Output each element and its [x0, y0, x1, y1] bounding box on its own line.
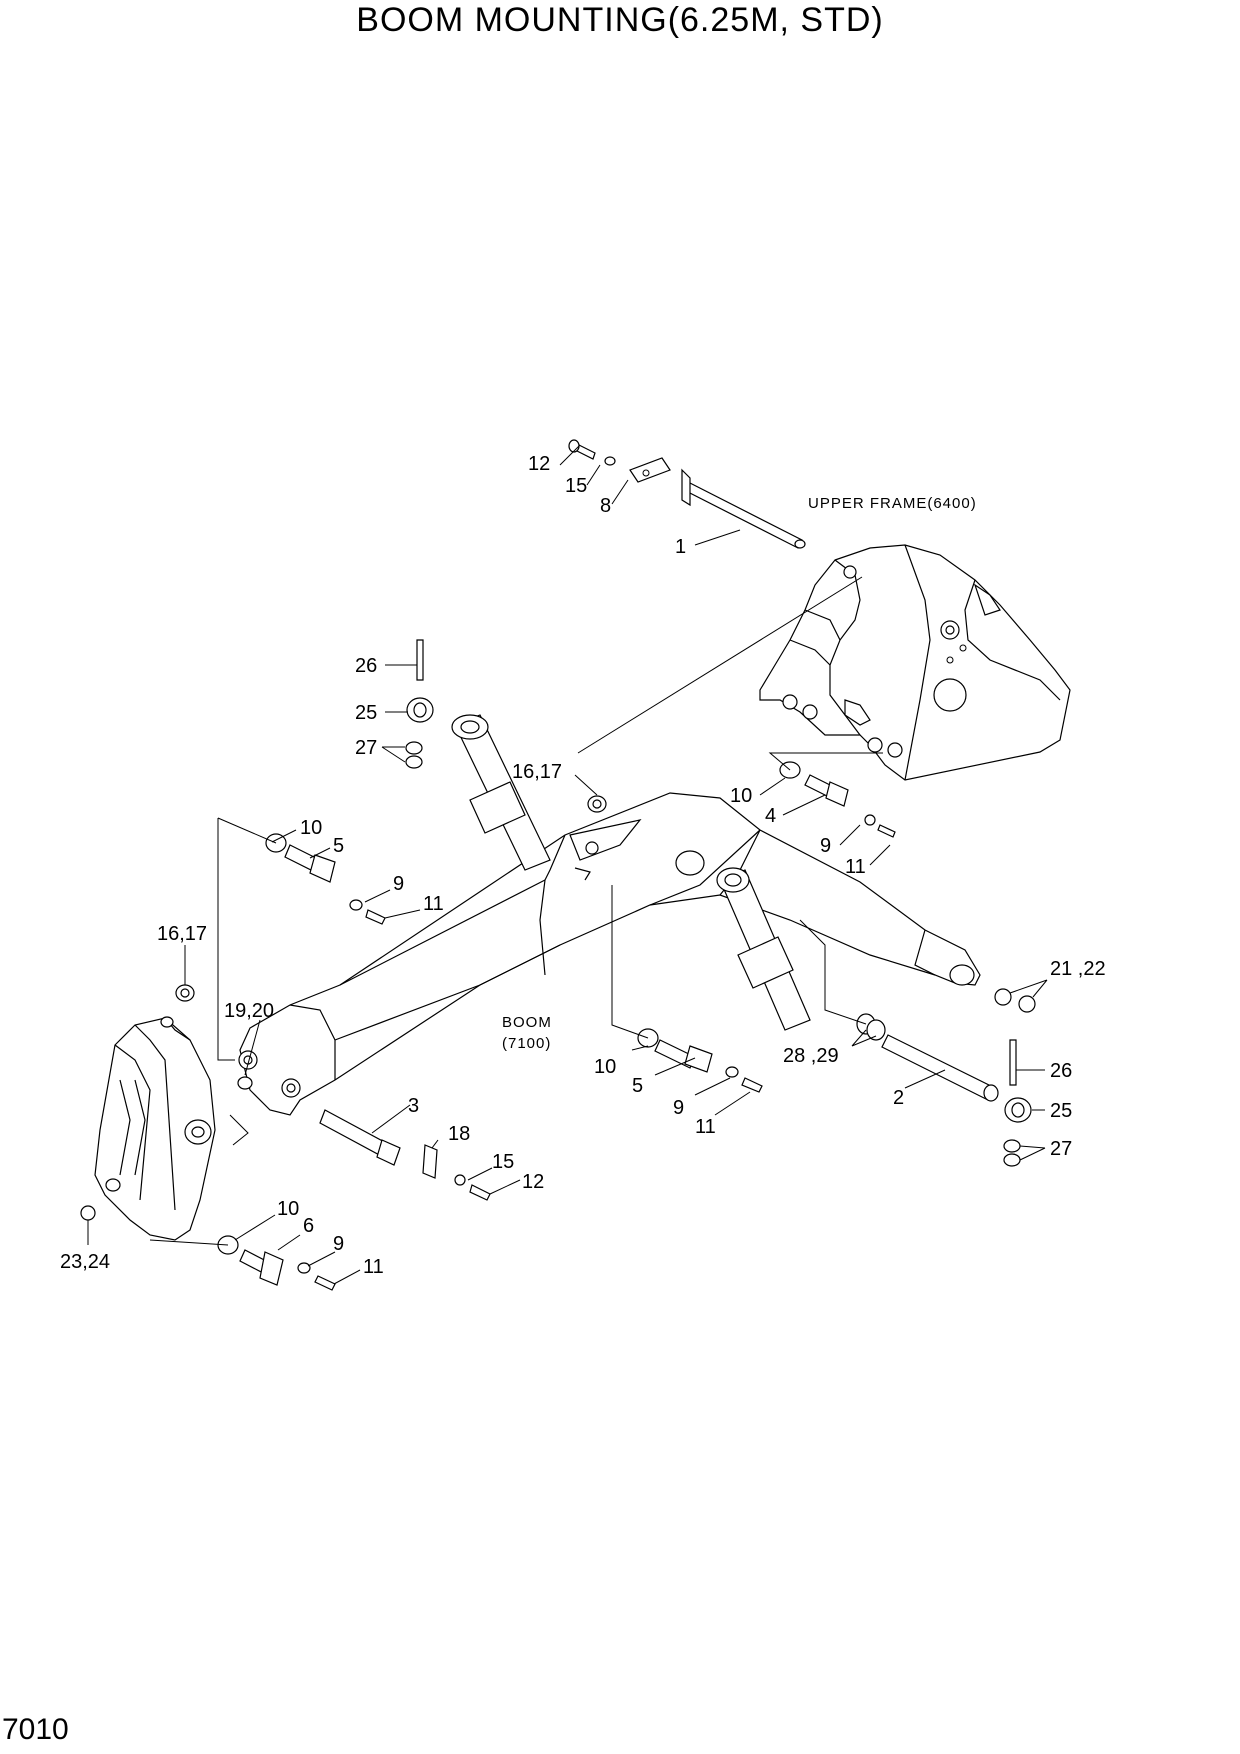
callout-5: 5 — [632, 1075, 643, 1097]
arm-bracket-drawing — [94, 1016, 216, 1241]
alignment-lines — [149, 576, 883, 1246]
callout-10: 10 — [277, 1198, 299, 1220]
bolt-fitting-right-drawing — [1003, 1039, 1032, 1167]
shim-washers-drawing — [80, 795, 1036, 1221]
callout-6: 6 — [303, 1215, 314, 1237]
callout-9: 9 — [820, 835, 831, 857]
leader-lines — [87, 444, 1048, 1285]
bolt-fitting-upper-drawing — [405, 639, 434, 769]
pin-1-drawing — [568, 439, 806, 549]
callout-11: 11 — [695, 1116, 716, 1138]
upper-frame-drawing — [759, 544, 1071, 781]
callout-8: 8 — [600, 495, 611, 517]
callout-11: 11 — [423, 893, 444, 915]
pin-5-upper-drawing — [265, 833, 386, 925]
callout-18: 18 — [448, 1123, 470, 1145]
boom-cylinder-right-drawing — [716, 867, 811, 1031]
callout-10: 10 — [730, 785, 752, 807]
pin-5-lower-drawing — [637, 1028, 763, 1093]
callout-11: 11 — [363, 1256, 384, 1278]
pin-3-drawing — [319, 1109, 491, 1201]
callout-26: 26 — [355, 655, 377, 677]
callout-15: 15 — [492, 1151, 514, 1173]
callout-15: 15 — [565, 475, 587, 497]
callout-10: 10 — [300, 817, 322, 839]
callout-23-24: 23,24 — [60, 1251, 110, 1273]
boom-cylinder-left-drawing — [451, 714, 551, 871]
callout-10: 10 — [594, 1056, 616, 1078]
callout-11: 11 — [845, 856, 866, 878]
callout-28-29: 28 ,29 — [783, 1045, 839, 1067]
callout-9: 9 — [673, 1097, 684, 1119]
callout-3: 3 — [408, 1095, 419, 1117]
upper-frame-label: UPPER FRAME(6400) — [808, 495, 977, 512]
pin-4-drawing — [779, 761, 896, 838]
callout-16-17: 16,17 — [512, 761, 562, 783]
callout-9: 9 — [333, 1233, 344, 1255]
pin-6-drawing — [217, 1235, 336, 1291]
callout-4: 4 — [765, 805, 776, 827]
callout-labels: 12 15 8 1 26 25 27 16,17 10 4 9 11 10 5 … — [60, 453, 1106, 1278]
callout-21-22: 21 ,22 — [1050, 958, 1106, 980]
callout-16-17: 16,17 — [157, 923, 207, 945]
callout-1: 1 — [675, 536, 686, 558]
callout-2: 2 — [893, 1087, 904, 1109]
callout-9: 9 — [393, 873, 404, 895]
callout-25: 25 — [1050, 1100, 1072, 1122]
page-number: 7010 — [2, 1713, 69, 1746]
callout-27: 27 — [1050, 1138, 1072, 1160]
callout-25: 25 — [355, 702, 377, 724]
callout-27: 27 — [355, 737, 377, 759]
callout-5: 5 — [333, 835, 344, 857]
callout-26: 26 — [1050, 1060, 1072, 1082]
pin-2-drawing — [856, 1013, 999, 1102]
page-title: BOOM MOUNTING(6.25M, STD) — [356, 1, 884, 39]
boom-ref-label: (7100) — [502, 1035, 551, 1052]
boom-label: BOOM — [502, 1014, 552, 1031]
callout-19-20: 19,20 — [224, 1000, 274, 1022]
boom-drawing — [238, 792, 981, 1116]
callout-12: 12 — [528, 453, 550, 475]
callout-12: 12 — [522, 1171, 544, 1193]
